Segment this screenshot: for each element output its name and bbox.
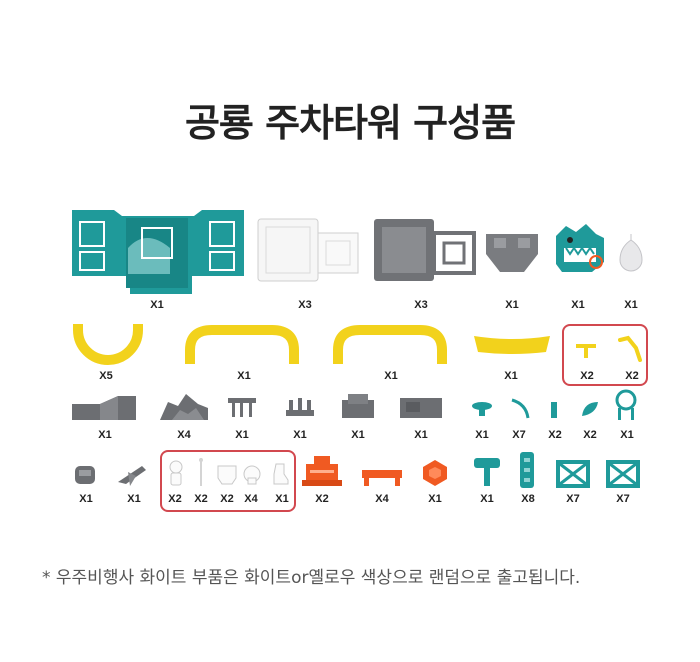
gray-jet-image bbox=[118, 466, 146, 486]
gray-table-image bbox=[228, 398, 256, 417]
qty-label: X1 bbox=[624, 299, 638, 311]
teal-gate-1-image bbox=[556, 460, 590, 488]
qty-label: X1 bbox=[293, 429, 307, 441]
qty-label: X7 bbox=[512, 429, 526, 441]
white-astronaut-image bbox=[169, 460, 183, 486]
qty-label: X5 bbox=[99, 370, 113, 382]
qty-label: X1 bbox=[414, 429, 428, 441]
qty-label: X1 bbox=[127, 493, 141, 505]
qty-label: X1 bbox=[275, 493, 289, 505]
page-title: 공룡 주차타워 구성품 bbox=[184, 101, 516, 145]
qty-label: X2 bbox=[168, 493, 182, 505]
qty-label: X2 bbox=[194, 493, 208, 505]
qty-label: X2 bbox=[580, 370, 594, 382]
gray-box-image bbox=[342, 394, 374, 418]
qty-label: X4 bbox=[244, 493, 258, 505]
qty-label: X1 bbox=[504, 370, 518, 382]
white-pole-image bbox=[199, 458, 203, 486]
qty-label: X7 bbox=[616, 493, 630, 505]
qty-label: X1 bbox=[480, 493, 494, 505]
qty-label: X2 bbox=[315, 493, 329, 505]
qty-label: X1 bbox=[79, 493, 93, 505]
orange-bench-image bbox=[362, 470, 402, 486]
qty-label: X4 bbox=[375, 493, 389, 505]
qty-label: X1 bbox=[384, 370, 398, 382]
qty-label: X2 bbox=[583, 429, 597, 441]
gray-crate-image bbox=[400, 398, 442, 418]
teal-leaf-image bbox=[582, 402, 598, 416]
white-seat-image bbox=[217, 465, 237, 485]
qty-label: X1 bbox=[235, 429, 249, 441]
teal-curve-image bbox=[511, 398, 530, 419]
white-helmet-image bbox=[243, 465, 261, 485]
qty-label: X1 bbox=[505, 299, 519, 311]
yellow-arch-track-2-image bbox=[333, 325, 447, 364]
qty-label: X1 bbox=[150, 299, 164, 311]
white-boot-image bbox=[273, 463, 289, 485]
yellow-arm-part-image bbox=[618, 335, 642, 362]
gray-fence-image bbox=[286, 398, 314, 416]
gray-floor-panel-image bbox=[374, 219, 476, 281]
gray-rock-image bbox=[160, 394, 208, 420]
qty-label: X7 bbox=[566, 493, 580, 505]
yellow-flat-track-image bbox=[474, 336, 550, 354]
qty-label: X1 bbox=[475, 429, 489, 441]
qty-label: X1 bbox=[98, 429, 112, 441]
teal-ladder-image bbox=[520, 452, 534, 488]
qty-label: X2 bbox=[625, 370, 639, 382]
highlight-box bbox=[160, 450, 296, 512]
teal-post-image bbox=[551, 402, 557, 418]
qty-label: X1 bbox=[428, 493, 442, 505]
teal-gate-2-image bbox=[606, 460, 640, 488]
orange-hexagon-image bbox=[423, 460, 447, 486]
teal-base-plate-image bbox=[72, 210, 244, 294]
qty-label: X1 bbox=[351, 429, 365, 441]
qty-label: X1 bbox=[571, 299, 585, 311]
yellow-small-part-image bbox=[576, 344, 596, 358]
highlight-box bbox=[562, 324, 648, 386]
footnote: * 우주비행사 화이트 부품은 화이트or옐로우 색상으로 랜덤으로 출고됩니다… bbox=[42, 568, 581, 588]
gray-car-image bbox=[75, 466, 95, 484]
yellow-u-track-image bbox=[73, 324, 143, 365]
qty-label: X8 bbox=[521, 493, 535, 505]
qty-label: X1 bbox=[237, 370, 251, 382]
qty-label: X2 bbox=[548, 429, 562, 441]
qty-label: X1 bbox=[620, 429, 634, 441]
teal-mushroom-image bbox=[472, 402, 492, 416]
qty-label: X3 bbox=[414, 299, 428, 311]
dino-head-image bbox=[556, 224, 604, 272]
yellow-arch-track-1-image bbox=[185, 325, 299, 364]
orange-machine-image bbox=[302, 456, 342, 486]
qty-label: X3 bbox=[298, 299, 312, 311]
gray-ramp-image bbox=[72, 396, 136, 420]
qty-label: X4 bbox=[177, 429, 191, 441]
teal-ring-image bbox=[615, 389, 637, 420]
white-floor-panel-image bbox=[257, 218, 359, 282]
qty-label: X2 bbox=[220, 493, 234, 505]
gray-block-image bbox=[486, 234, 538, 272]
teal-hammer-image bbox=[474, 458, 500, 486]
clear-drop-image bbox=[619, 234, 643, 272]
